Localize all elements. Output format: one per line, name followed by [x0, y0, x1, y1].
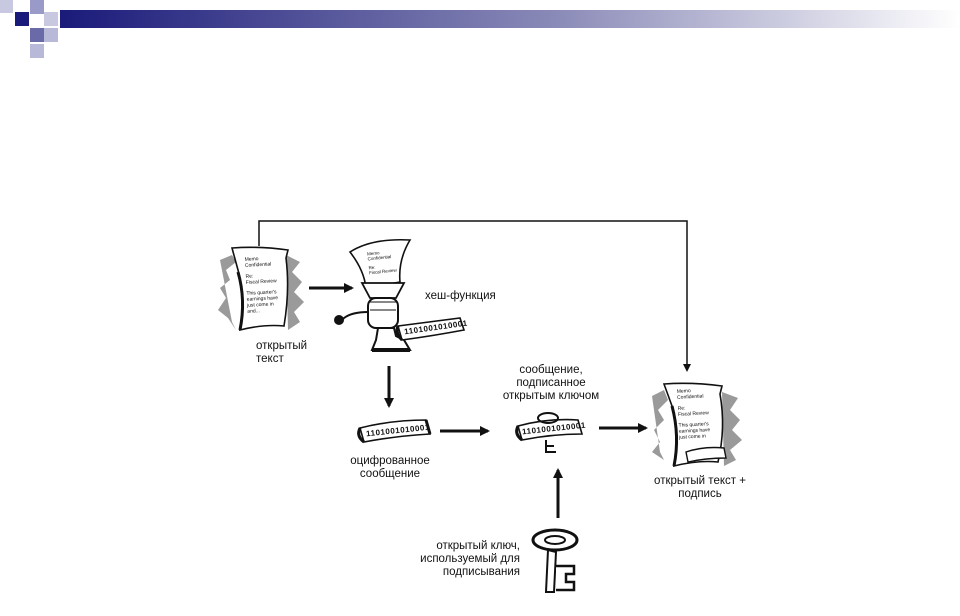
banner-square	[15, 0, 28, 13]
banner-square	[30, 0, 44, 14]
label-line: подписывания	[442, 566, 520, 578]
label-line: сообщение	[359, 468, 421, 480]
banner-gradient-bar	[60, 10, 960, 28]
label-digested-message: оцифрованное сообщение	[330, 455, 450, 481]
digested-message-ribbon-icon	[357, 419, 432, 444]
label-signed-message: сообщение, подписанное открытым ключом	[486, 364, 616, 403]
label-open-text: открытый текст	[256, 340, 307, 366]
label-line: подписанное	[516, 377, 586, 389]
label-hash-function: хеш-функция	[425, 290, 496, 302]
label-line: оцифрованное	[350, 455, 430, 467]
banner-square	[0, 0, 13, 13]
hash-function-grinder-icon	[334, 238, 412, 352]
label-line: открытый	[256, 340, 308, 352]
memo-text-final: Memo Confidential Re: Fiscal Review This…	[677, 387, 711, 441]
signing-key-icon	[531, 528, 579, 593]
label-signing-key: открытый ключ, используемый для подписыв…	[400, 540, 520, 579]
title-banner	[0, 0, 960, 58]
label-line: подпись	[678, 488, 722, 500]
label-line: текст	[256, 353, 284, 365]
open-text-document-icon	[218, 246, 304, 332]
banner-square	[44, 12, 58, 26]
memo-text-grinder: Memo Confidential Re: Fiscal Review	[367, 249, 397, 275]
bypass-connector-arrow	[258, 220, 691, 372]
banner-square	[44, 28, 58, 42]
label-line: сообщение,	[519, 364, 583, 376]
banner-square	[30, 28, 44, 42]
signed-message-icon	[515, 412, 584, 453]
signed-document-icon	[652, 382, 742, 468]
label-line: открытый текст +	[654, 475, 746, 487]
label-line: открытым ключом	[502, 390, 600, 402]
label-line: используемый для	[420, 553, 520, 565]
label-line: открытый ключ,	[436, 540, 520, 552]
digest-ribbon-icon	[395, 317, 466, 342]
label-text-plus-signature: открытый текст + подпись	[638, 475, 762, 501]
memo-text-left: Memo Confidential Re: Fiscal Review This…	[245, 255, 279, 315]
banner-square	[15, 12, 29, 26]
banner-square	[30, 44, 44, 58]
